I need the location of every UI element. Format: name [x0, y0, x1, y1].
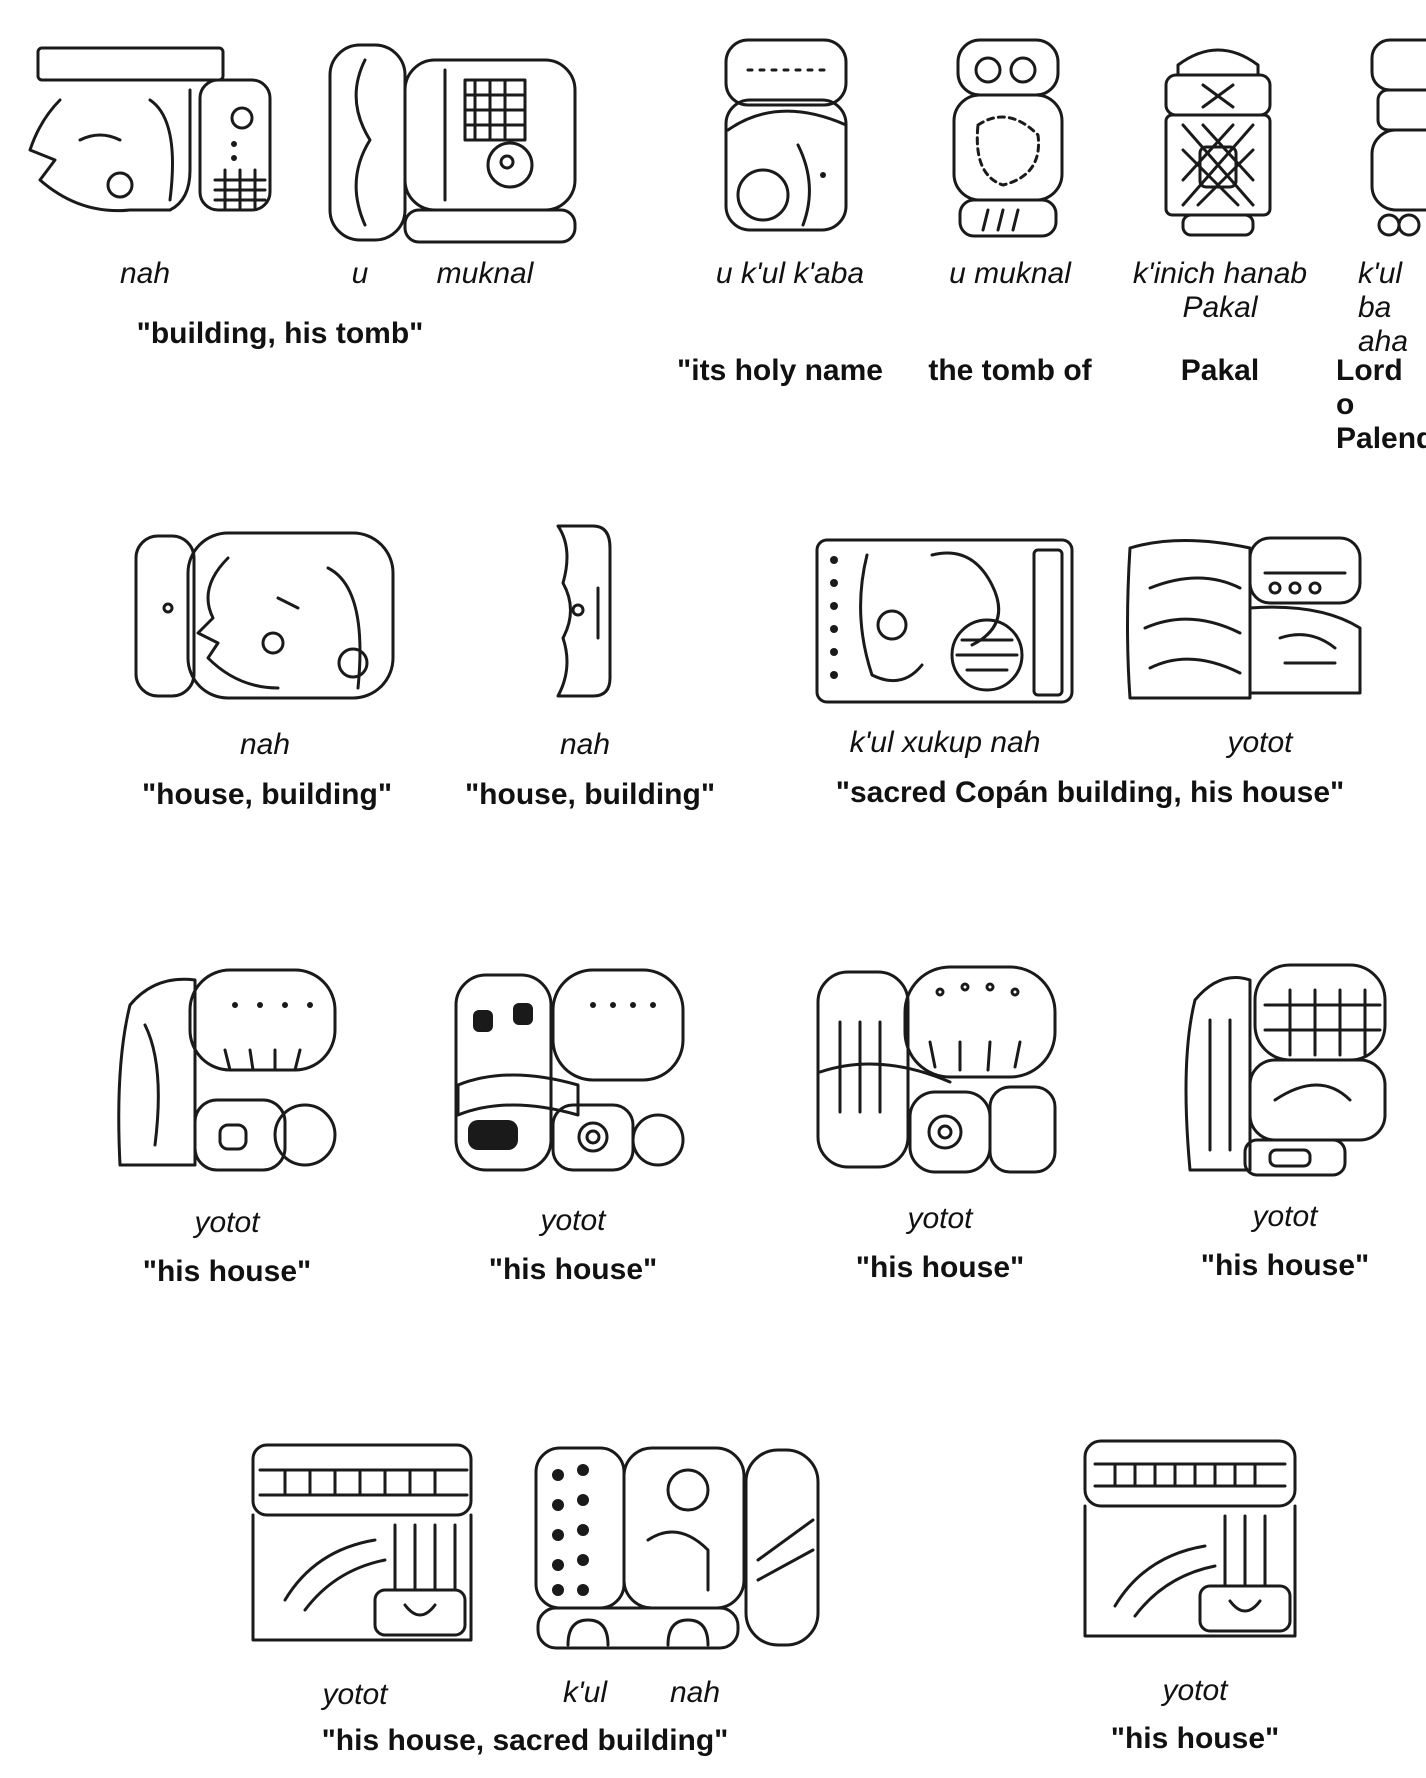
transliteration-kinich-hanab-pakal: k'inich hanab Pakal — [1132, 257, 1308, 324]
gloss-the-tomb-of: the tomb of — [928, 354, 1092, 387]
gloss-its-holy-name: "its holy name — [677, 354, 883, 387]
transliteration-kul: k'ul — [562, 1676, 608, 1709]
gloss-building-his-tomb: "building, his tomb" — [136, 317, 424, 350]
transliteration-u: u — [351, 257, 369, 290]
u-muknal-compound-glyph-icon — [948, 35, 1068, 240]
kul-bakal-ahau-glyph-icon — [1364, 35, 1426, 240]
transliteration-kul-bakal-ahau: k'ul ba aha — [1358, 257, 1409, 358]
transliteration-nah: nah — [119, 257, 171, 290]
u-muknal-glyph-icon — [325, 40, 580, 245]
transliteration-nah: nah — [239, 728, 291, 761]
yotot-glyph-icon — [115, 965, 340, 1180]
transliteration-yotot: yotot — [322, 1678, 388, 1711]
kul-xukup-nah-glyph-icon — [812, 535, 1077, 707]
transliteration-muknal: muknal — [436, 257, 534, 290]
gloss-his-house: "his house" — [1110, 1722, 1280, 1755]
nah-bracket-glyph-icon — [548, 518, 618, 703]
transliteration-yotot: yotot — [907, 1202, 973, 1235]
yotot-glyph-icon — [1180, 960, 1390, 1178]
yotot-glyph-icon — [810, 962, 1065, 1180]
gloss-lord-of-palenque: Lord o Palenq — [1336, 354, 1426, 455]
pakal-name-glyph-icon — [1158, 35, 1278, 240]
gloss-his-house: "his house" — [855, 1251, 1025, 1284]
transliteration-yotot: yotot — [194, 1206, 260, 1239]
gloss-his-house: "his house" — [142, 1255, 312, 1288]
gloss-his-house: "his house" — [488, 1253, 658, 1286]
transliteration-nah: nah — [559, 728, 611, 761]
gloss-his-house-sacred-building: "his house, sacred building" — [321, 1724, 729, 1757]
yotot-glyph-icon — [448, 965, 690, 1180]
transliteration-nah: nah — [669, 1676, 721, 1709]
gloss-house-building: "house, building" — [464, 778, 716, 811]
transliteration-yotot: yotot — [540, 1204, 606, 1237]
gloss-sacred-copan-building: "sacred Copán building, his house" — [835, 776, 1345, 809]
nah-head-variant-glyph-icon — [128, 528, 398, 703]
gloss-pakal: Pakal — [1180, 354, 1260, 387]
transliteration-u-muknal: u muknal — [949, 257, 1071, 290]
transliteration-u-kul-kaba: u k'ul k'aba — [715, 257, 865, 290]
transliteration-yotot: yotot — [1227, 726, 1293, 759]
kul-xukup-nah-glyph-icon — [528, 1440, 826, 1652]
yotot-glyph-icon — [1075, 1436, 1303, 1648]
gloss-his-house: "his house" — [1200, 1249, 1370, 1282]
transliteration-yotot: yotot — [1252, 1200, 1318, 1233]
transliteration-yotot: yotot — [1162, 1674, 1228, 1707]
u-kul-kaba-glyph-icon — [718, 35, 853, 235]
gloss-house-building: "house, building" — [141, 778, 393, 811]
nah-head-glyph-icon — [20, 40, 275, 215]
transliteration-kul-xukup-nah: k'ul xukup nah — [849, 726, 1041, 759]
yotot-glyph-icon — [1120, 528, 1370, 703]
yotot-glyph-icon — [245, 1440, 477, 1650]
